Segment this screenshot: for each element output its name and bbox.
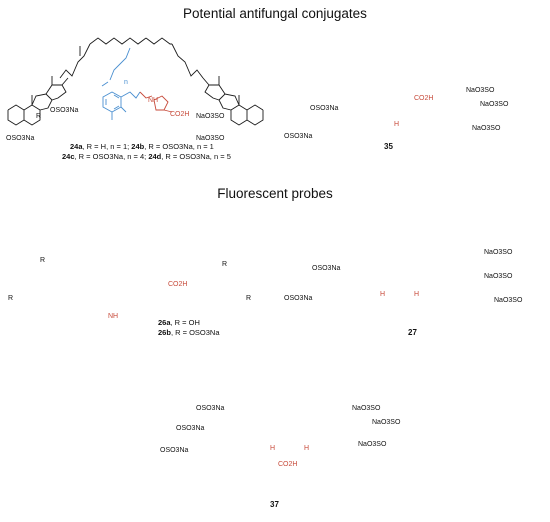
c24-nh-label: NH — [148, 97, 159, 104]
c37-h-1: H — [270, 445, 276, 452]
c24-co2h-label: CO2H — [170, 111, 190, 118]
c27-naO3so-2: NaO3SO — [484, 273, 513, 280]
c37-naO3so-2: NaO3SO — [372, 419, 401, 426]
c35-oso3na-1: OSO3Na — [310, 105, 339, 112]
c37-co2h-label: CO2H — [278, 461, 298, 468]
c35-oso3na-2: OSO3Na — [284, 133, 313, 140]
compound-24 — [7, 37, 264, 126]
c26-r-2: R — [8, 295, 14, 302]
heading-fluorescent: Fluorescent probes — [217, 186, 333, 201]
c27-h-2: H — [414, 291, 420, 298]
c37-naO3so-3: NaO3SO — [358, 441, 387, 448]
c35-co2h-label: CO2H — [414, 95, 434, 102]
heading-antifungal: Potential antifungal conjugates — [183, 6, 367, 21]
c37-oso3na-2: OSO3Na — [176, 425, 205, 432]
c35-naO3so-2: NaO3SO — [480, 101, 509, 108]
c37-naO3so-1: NaO3SO — [352, 405, 381, 412]
c26-r-3: R — [222, 261, 228, 268]
c35-naO3so-3: NaO3SO — [472, 125, 501, 132]
c24-caption-2: 24c, R = OSO3Na, n = 4; 24d, R = OSO3Na,… — [62, 152, 231, 161]
c24-naO3so-label: NaO3SO — [196, 113, 225, 120]
c24-caption-1: 24a, R = H, n = 1; 24b, R = OSO3Na, n = … — [70, 142, 214, 151]
c27-number: 27 — [408, 328, 417, 337]
c27-h-1: H — [380, 291, 386, 298]
c24-oso3na-bottom-label: OSO3Na — [6, 135, 35, 142]
c24-oso3na-label: OSO3Na — [50, 107, 79, 114]
c35-number: 35 — [384, 142, 393, 151]
c37-oso3na-3: OSO3Na — [160, 447, 189, 454]
c24-r-label: R — [36, 113, 42, 120]
c26-caption-2: 26b, R = OSO3Na — [158, 328, 220, 337]
c35-h-label: H — [394, 121, 400, 128]
c26-caption-1: 26a, R = OH — [158, 318, 200, 327]
c27-naO3so-1: NaO3SO — [484, 249, 513, 256]
c26-nh-label: NH — [108, 313, 119, 320]
c27-oso3na-2: OSO3Na — [284, 295, 313, 302]
c27-naO3so-3: NaO3SO — [494, 297, 523, 304]
c37-oso3na-1: OSO3Na — [196, 405, 225, 412]
c24-naO3so-label2: NaO3SO — [196, 135, 225, 142]
c26-r-1: R — [40, 257, 46, 264]
c37-number: 37 — [270, 500, 279, 509]
c24-n-label: n — [124, 79, 128, 86]
c37-h-2: H — [304, 445, 310, 452]
c27-oso3na-1: OSO3Na — [312, 265, 341, 272]
c35-naO3so-1: NaO3SO — [466, 87, 495, 94]
c26-r-4: R — [246, 295, 252, 302]
c26-co2h-label: CO2H — [168, 281, 188, 288]
